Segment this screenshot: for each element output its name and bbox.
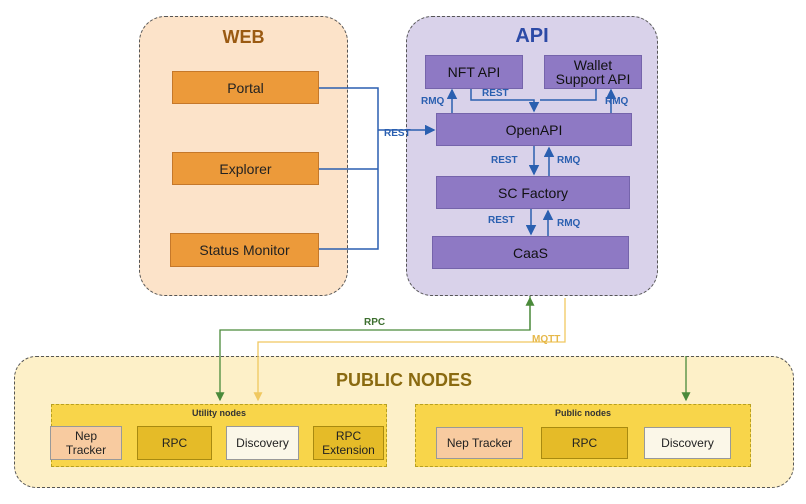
rpc-label: RPC [364, 317, 386, 328]
scf-rmq-label: RMQ [557, 218, 581, 229]
public-discovery-box: Discovery [644, 427, 731, 459]
openapi-rmq-label: RMQ [557, 155, 581, 166]
public-nep-tracker-box: Nep Tracker [436, 427, 523, 459]
wallet-support-api-box: Wallet Support API [544, 55, 642, 89]
scf-rest-label: REST [488, 215, 515, 226]
mqtt-label: MQTT [532, 334, 561, 345]
sc-factory-box: SC Factory [436, 176, 630, 209]
utility-rpc-box: RPC [137, 426, 212, 460]
nft-api-box: NFT API [425, 55, 523, 89]
utility-nep-tracker-box: Nep Tracker [50, 426, 122, 460]
nft-rest-link [470, 89, 540, 113]
web-rest-label: REST [384, 128, 411, 139]
wallet-rmq-label: RMQ [605, 96, 629, 107]
portal-box: Portal [172, 71, 319, 104]
wallet-rest-link [540, 89, 597, 101]
caas-box: CaaS [432, 236, 629, 269]
utility-discovery-box: Discovery [226, 426, 299, 460]
nft-rmq-label: RMQ [421, 96, 445, 107]
public-rpc-box: RPC [541, 427, 628, 459]
status-monitor-box: Status Monitor [170, 233, 319, 267]
explorer-box: Explorer [172, 152, 319, 185]
api-title: API [515, 25, 549, 47]
utility-rpc-extension-box: RPC Extension [313, 426, 384, 460]
nft-rest-label: REST [482, 88, 509, 99]
web-title: WEB [222, 27, 265, 47]
utility-nodes-title: Utility nodes [191, 408, 246, 418]
openapi-box: OpenAPI [436, 113, 632, 146]
rpc-link [215, 296, 531, 402]
mqtt-link [253, 298, 566, 402]
openapi-rest-label: REST [491, 155, 518, 166]
public-nodes-subtitle: Public nodes [554, 408, 611, 418]
public-nodes-title: PUBLIC NODES [335, 370, 472, 390]
